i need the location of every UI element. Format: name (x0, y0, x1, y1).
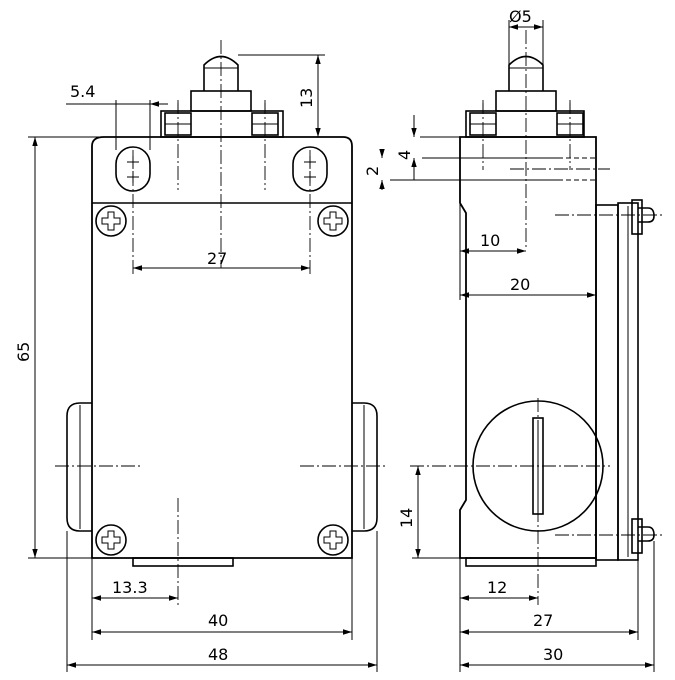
front-view (55, 40, 385, 605)
dim-body-width: 40 (208, 611, 228, 630)
dim-cable-entry-height: 14 (397, 508, 416, 528)
side-bracket (595, 204, 619, 561)
dim-plunger-height: 13 (297, 88, 316, 108)
front-screws (95, 205, 349, 556)
dim-hole-spacing: 5.4 (70, 82, 95, 101)
dim-offset-bottom: 13.3 (112, 578, 148, 597)
dim-screw-pitch: 27 (207, 249, 227, 268)
dim-offset-10: 10 (480, 231, 500, 250)
front-bottom-tab (132, 557, 234, 567)
side-dimensions: Ø5 4 2 10 20 14 12 27 30 (363, 7, 655, 672)
side-plate (617, 202, 639, 561)
dim-slot-width: 2 (363, 166, 382, 176)
dim-overall-depth: 30 (543, 645, 563, 664)
dim-slot-depth: 4 (395, 150, 414, 160)
dim-width-27: 27 (533, 611, 553, 630)
front-side-knobs (66, 402, 378, 532)
dim-offset-20: 20 (510, 275, 530, 294)
side-bottom-tab (465, 557, 597, 567)
front-body (91, 136, 353, 559)
side-plunger (465, 55, 585, 138)
dim-plunger-diameter: Ø5 (509, 7, 532, 26)
dim-cable-entry-offset: 12 (487, 578, 507, 597)
side-view (410, 30, 665, 605)
dim-total-height: 65 (14, 342, 33, 362)
dim-overall-width: 48 (208, 645, 228, 664)
front-dimensions: 5.4 13 27 65 13.3 40 48 (14, 54, 378, 672)
